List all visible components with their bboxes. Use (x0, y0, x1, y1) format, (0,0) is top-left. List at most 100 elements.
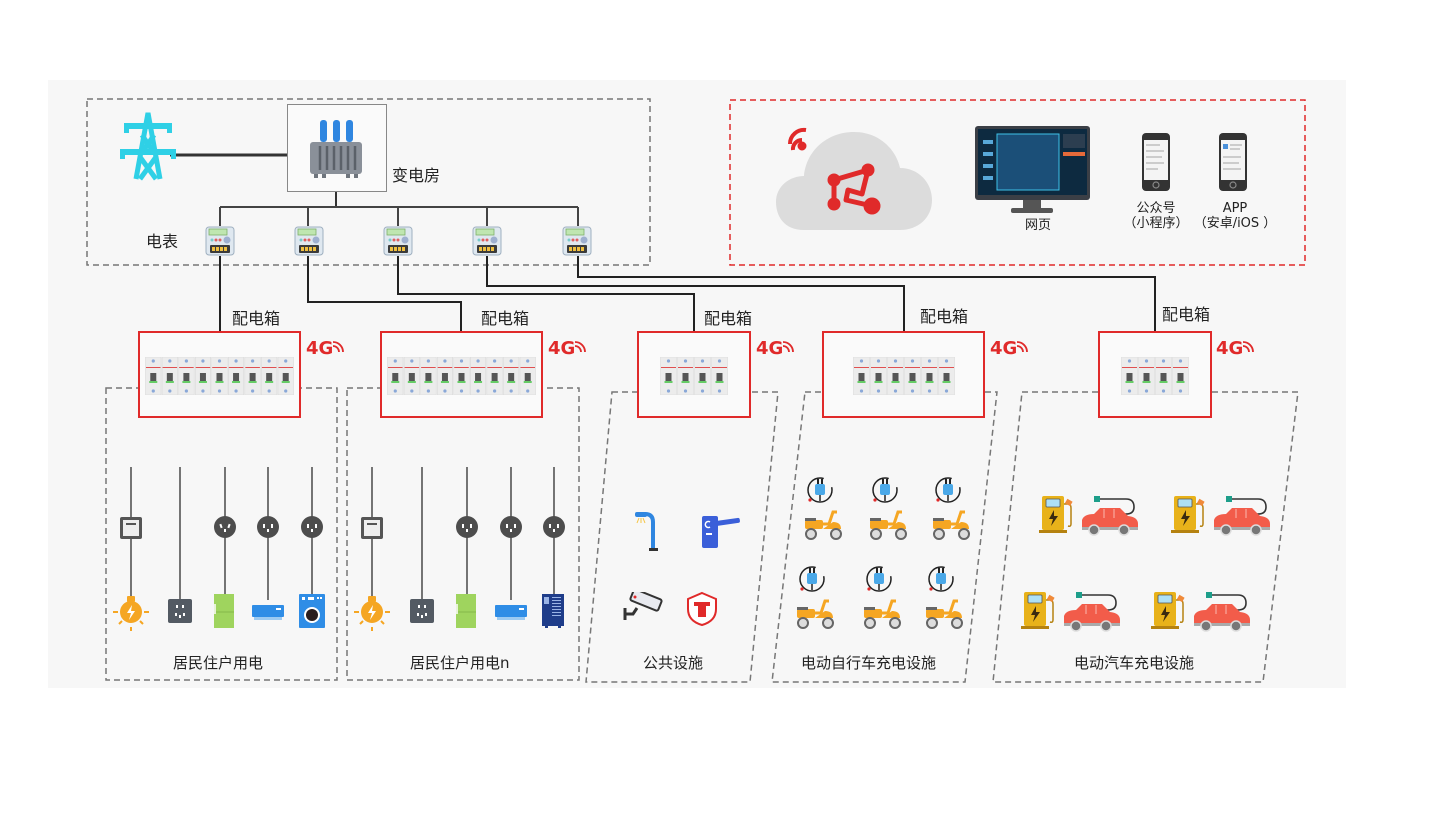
distribution-box (380, 331, 543, 418)
app-phone-icon (1219, 133, 1247, 191)
outlet-icon (500, 516, 522, 538)
electric-meter-icon (383, 226, 413, 256)
outlet-icon (301, 516, 323, 538)
circuit-breaker (436, 357, 453, 395)
ebike-charger-icon (797, 566, 834, 629)
wifi-signal-icon (1243, 341, 1255, 353)
refrigerator-icon (456, 594, 476, 628)
refrigerator-icon (214, 594, 234, 628)
circuit-breaker (886, 357, 904, 395)
breaker-array-icon (387, 357, 536, 395)
app-label: APP （安卓/iOS ） (1190, 201, 1280, 232)
washing-machine-icon (299, 594, 325, 628)
electric-meter-icon (294, 226, 324, 256)
meter-label: 电表 (146, 232, 179, 251)
circuit-breaker (244, 357, 261, 395)
residential-wires (130, 467, 555, 600)
circuit-breaker (711, 357, 728, 395)
ebike-charger-icon (805, 477, 842, 540)
outlet-icon (543, 516, 565, 538)
circuit-breaker (519, 357, 536, 395)
wifi-signal-icon (333, 341, 345, 353)
distribution-box-label: 配电箱 (232, 309, 281, 328)
circuit-breaker (1172, 357, 1189, 395)
4g-label: 4G (306, 338, 334, 359)
air-conditioner-icon (252, 605, 284, 620)
distribution-box (822, 331, 985, 418)
distribution-box-label: 配电箱 (704, 309, 753, 328)
circuit-breaker (145, 357, 162, 395)
ebike-charger-icon (870, 477, 907, 540)
wall-socket-icon (410, 599, 434, 623)
circuit-breaker (161, 357, 178, 395)
distribution-box-label: 配电箱 (481, 309, 530, 328)
wifi-signal-icon (575, 341, 587, 353)
substation-zone (86, 98, 651, 266)
app-title: APP (1222, 201, 1248, 216)
ev-charging-station-icon (1171, 496, 1270, 536)
outlet-icon (456, 516, 478, 538)
circuit-breaker (903, 357, 921, 395)
breaker-array-icon (660, 357, 728, 395)
security-camera-icon (623, 592, 663, 620)
mini-program-title: 公众号 (1136, 201, 1176, 216)
web-label: 网页 (1024, 218, 1051, 233)
circuit-breaker (694, 357, 711, 395)
light-bulb-icon (113, 596, 149, 631)
mini-program-subtitle: （小程序） (1123, 215, 1189, 231)
zone-label-ev: 电动汽车充电设施 (1074, 654, 1195, 672)
outlet-icon (214, 516, 236, 538)
zone-label-public: 公共设施 (643, 654, 704, 672)
cloud-platform-icon (776, 127, 932, 230)
street-lamp-icon (635, 512, 658, 551)
4g-label: 4G (548, 338, 576, 359)
circuit-breaker (660, 357, 677, 395)
outlet-icon (257, 516, 279, 538)
circuit-breaker (869, 357, 887, 395)
electric-meter-icon (562, 226, 592, 256)
circuit-breaker (228, 357, 245, 395)
4g-signal-badge: 4G (306, 338, 345, 359)
circuit-breaker (1121, 357, 1138, 395)
circuit-breaker (852, 357, 870, 395)
transformer-label: 变电房 (392, 166, 441, 185)
4g-signal-badge: 4G (756, 338, 795, 359)
circuit-breaker (261, 357, 278, 395)
circuit-breaker (1138, 357, 1155, 395)
circuit-breaker (387, 357, 404, 395)
air-conditioner-icon (495, 605, 527, 620)
4g-signal-badge: 4G (1216, 340, 1255, 358)
ev-charging-station-icon (1021, 592, 1120, 632)
wall-socket-icon (168, 599, 192, 623)
zone-ev (992, 391, 1299, 683)
breaker-array-icon (852, 357, 955, 395)
circuit-breaker (420, 357, 437, 395)
circuit-breaker (453, 357, 470, 395)
zone-label-residential-n: 居民住户用电n (410, 654, 510, 672)
ebike-charger-icon (864, 566, 901, 629)
electric-meter-icon (472, 226, 502, 256)
mini-program-phone-icon (1142, 133, 1170, 191)
server-cabinet-icon (542, 594, 564, 628)
4g-signal-badge: 4G (548, 338, 587, 359)
circuit-breaker (277, 357, 294, 395)
breaker-array-icon (145, 357, 294, 395)
circuit-breaker (178, 357, 195, 395)
transformer-icon (310, 120, 362, 178)
light-bulb-icon (354, 596, 390, 631)
mini-program-label: 公众号 （小程序） (1120, 201, 1192, 232)
circuit-breaker (194, 357, 211, 395)
circuit-breaker (1155, 357, 1172, 395)
zone-ebike (771, 391, 998, 683)
ebike-charger-icon (933, 477, 970, 540)
zone-public (585, 391, 779, 683)
transmission-tower-icon (120, 112, 176, 181)
circuit-breaker (403, 357, 420, 395)
meter-taps (219, 207, 579, 226)
4g-label: 4G (756, 338, 784, 359)
circuit-breaker (503, 357, 520, 395)
wifi-signal-icon (1017, 341, 1029, 353)
circuit-breaker (677, 357, 694, 395)
4g-label: 4G (990, 338, 1018, 359)
ev-charging-station-icon (1039, 496, 1138, 536)
